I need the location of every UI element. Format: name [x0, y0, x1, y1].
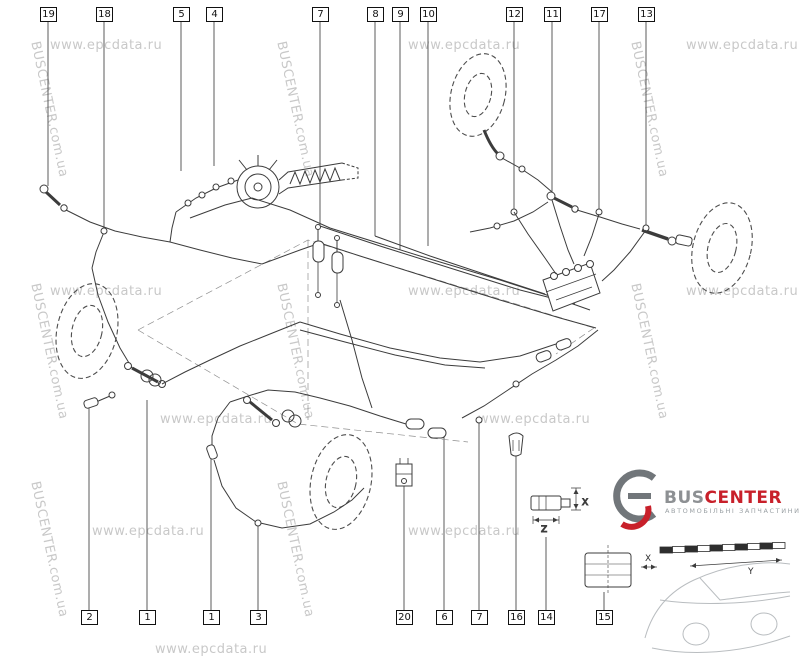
callout-7-top[interactable]: 7 — [312, 7, 329, 22]
callout-8[interactable]: 8 — [367, 7, 384, 22]
dimension-label-z: Z — [541, 525, 547, 535]
left-front-hose — [39, 184, 263, 269]
watermark-epcdata: www.epcdata.ru — [478, 412, 591, 427]
callout-1a[interactable]: 1 — [139, 610, 156, 625]
car-outline — [644, 562, 791, 653]
callout-10[interactable]: 10 — [420, 7, 437, 22]
callout-19[interactable]: 19 — [40, 7, 57, 22]
wheel-outlines — [55, 53, 753, 530]
callout-leader-lines — [47, 22, 647, 610]
callout-7-bottom[interactable]: 7 — [471, 610, 488, 625]
watermark-epcdata: www.epcdata.ru — [50, 38, 163, 53]
callout-6[interactable]: 6 — [436, 610, 453, 625]
dimension-label-car-x: X — [645, 554, 651, 564]
watermark-epcdata: www.epcdata.ru — [92, 524, 205, 539]
callout-9[interactable]: 9 — [392, 7, 409, 22]
watermark-epcdata: www.epcdata.ru — [408, 524, 521, 539]
left-wheel-hose-assembly — [83, 267, 301, 409]
callout-13[interactable]: 13 — [638, 7, 655, 22]
logo-text-bus: BUS — [664, 488, 705, 508]
buscenter-logo-icon — [613, 469, 657, 530]
watermark-epcdata: www.epcdata.ru — [408, 284, 521, 299]
callout-18[interactable]: 18 — [96, 7, 113, 22]
callout-15[interactable]: 15 — [596, 610, 613, 625]
callout-16[interactable]: 16 — [508, 610, 525, 625]
logo-tagline: АВТОМОБІЛЬНІ ЗАПЧАСТИНИ — [665, 507, 800, 515]
watermark-epcdata: www.epcdata.ru — [686, 284, 799, 299]
abs-valve-block — [542, 260, 601, 312]
watermark-epcdata: www.epcdata.ru — [408, 38, 521, 53]
label-plate-detail — [584, 545, 632, 595]
watermark-epcdata: www.epcdata.ru — [155, 642, 268, 656]
fitting-detail-drawing: X Z — [530, 487, 589, 536]
callout-1b[interactable]: 1 — [203, 610, 220, 625]
callout-11[interactable]: 11 — [544, 7, 561, 22]
callout-20[interactable]: 20 — [396, 610, 413, 625]
callout-3[interactable]: 3 — [250, 610, 267, 625]
callout-14[interactable]: 14 — [538, 610, 555, 625]
pressure-valves — [312, 224, 344, 308]
dimension-label-x: X — [582, 498, 588, 508]
watermark-epcdata: www.epcdata.ru — [50, 284, 163, 299]
callout-12[interactable]: 12 — [506, 7, 523, 22]
callout-5[interactable]: 5 — [173, 7, 190, 22]
watermark-epcdata: www.epcdata.ru — [160, 412, 273, 427]
logo-text: BUSCENTER — [664, 488, 782, 508]
rear-fittings — [395, 418, 524, 487]
callout-2[interactable]: 2 — [81, 610, 98, 625]
callout-4[interactable]: 4 — [206, 7, 223, 22]
car-position-sketch: X Y — [641, 542, 791, 653]
top-wheel-hose — [482, 129, 553, 193]
front-pipe-cluster — [169, 177, 253, 243]
main-pipe-bundle — [251, 197, 597, 409]
watermark-epcdata: www.epcdata.ru — [686, 38, 799, 53]
callout-17[interactable]: 17 — [591, 7, 608, 22]
dimension-label-car-y: Y — [747, 567, 754, 577]
right-wheel-line — [469, 191, 693, 282]
brake-booster — [236, 155, 359, 209]
logo-text-center: CENTER — [704, 488, 783, 508]
rear-hose-assembly — [206, 389, 407, 529]
brand-logo: BUSCENTER АВТОМОБІЛЬНІ ЗАПЧАСТИНИ — [608, 466, 800, 530]
rear-right-run — [461, 329, 599, 424]
